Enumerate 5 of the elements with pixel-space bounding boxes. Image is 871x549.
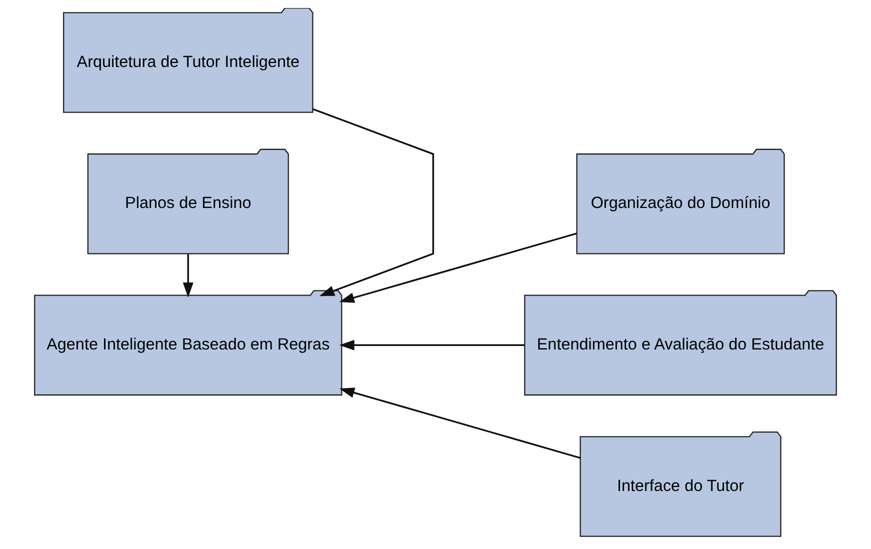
- arrow: [182, 254, 194, 298]
- arrow: [312, 108, 434, 296]
- arrow: [339, 340, 525, 350]
- arrow: [339, 232, 577, 303]
- arrow: [339, 388, 580, 459]
